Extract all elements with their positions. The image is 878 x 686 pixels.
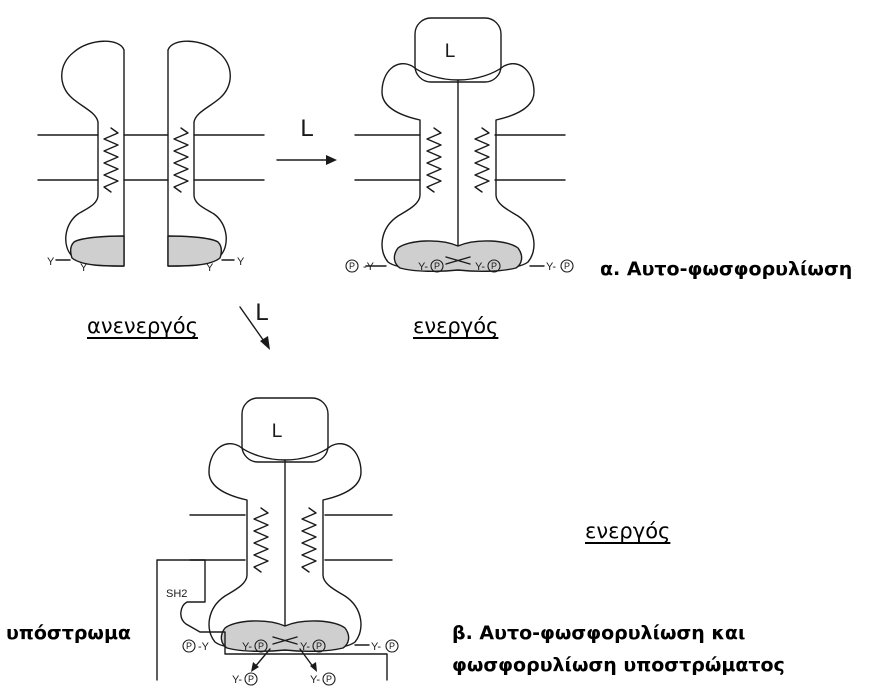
transmembrane-helix [104,128,118,192]
phosphate-label: P [389,641,395,651]
label-substrate: υπόστρωμα [6,622,131,644]
phosphotyrosine-label: -Y [363,261,375,273]
phosphate-label: P [186,641,192,651]
label-autophos-substrate-line1: β. Αυτο-φωσφορυλίωση και [452,622,745,644]
tyrosine-label: Y [206,262,214,274]
receptor-monomer-right [168,41,230,266]
label-autophosphorylation: α. Αυτο-φωσφορυλίωση [600,258,852,280]
transmembrane-helix [174,128,188,192]
phosphotyrosine-label: Y- [418,261,428,273]
ligand-box [415,18,501,82]
phosphotyrosine-label: Y- [546,261,556,273]
caption-active-b: ενεργός [585,519,670,543]
active-dimer [355,18,565,271]
ligand-label: L [272,421,283,442]
arrow-ligand-label: L [300,115,313,142]
transmembrane-helix [302,508,316,572]
ligand-arrow-right [277,155,337,165]
kinase-domain-left [71,236,124,266]
receptor-monomer-left [62,41,124,266]
transmembrane-helix [254,508,268,572]
phosphotyrosine-label: Y- [475,261,485,273]
phosphotyrosine-label: Y- [242,641,252,653]
phosphotyrosine-label: Y- [371,641,381,653]
kinase-domain-dimer [221,621,348,651]
label-autophos-substrate-line2: φωσφορυλίωση υποστρώματος [452,654,785,676]
phosphate-label: P [434,261,440,271]
tyrosine-label: Y [80,262,88,274]
tyrosine-label: Y [237,256,245,268]
arrow-ligand-label: L [255,299,268,326]
ligand-label: L [445,41,456,62]
phosphotyrosine-label: Y- [310,674,320,686]
phosphate-label: P [491,261,497,271]
caption-inactive: ανενεργός [87,314,198,338]
tyrosine-label: Y [47,256,55,268]
kinase-domain-dimer [394,241,521,271]
phosphotyrosine-label: Y- [232,674,242,686]
phosphate-label: P [349,261,355,271]
phosphate-label: P [248,674,254,684]
ligand-box [242,398,328,462]
transmembrane-helix [427,128,441,192]
phosphate-label: P [326,674,332,684]
transmembrane-helix [475,128,489,192]
substrate-block [157,560,387,680]
phosphate-label: P [258,641,264,651]
phosphate-label: P [564,261,570,271]
sh2-domain-label: SH2 [166,588,187,600]
inactive-receptor-pair [38,41,264,266]
phosphate-label: P [316,641,322,651]
caption-active-a: ενεργός [413,314,498,338]
phosphotyrosine-label: Y- [300,641,310,653]
phosphotyrosine-label: -Y [198,641,210,653]
